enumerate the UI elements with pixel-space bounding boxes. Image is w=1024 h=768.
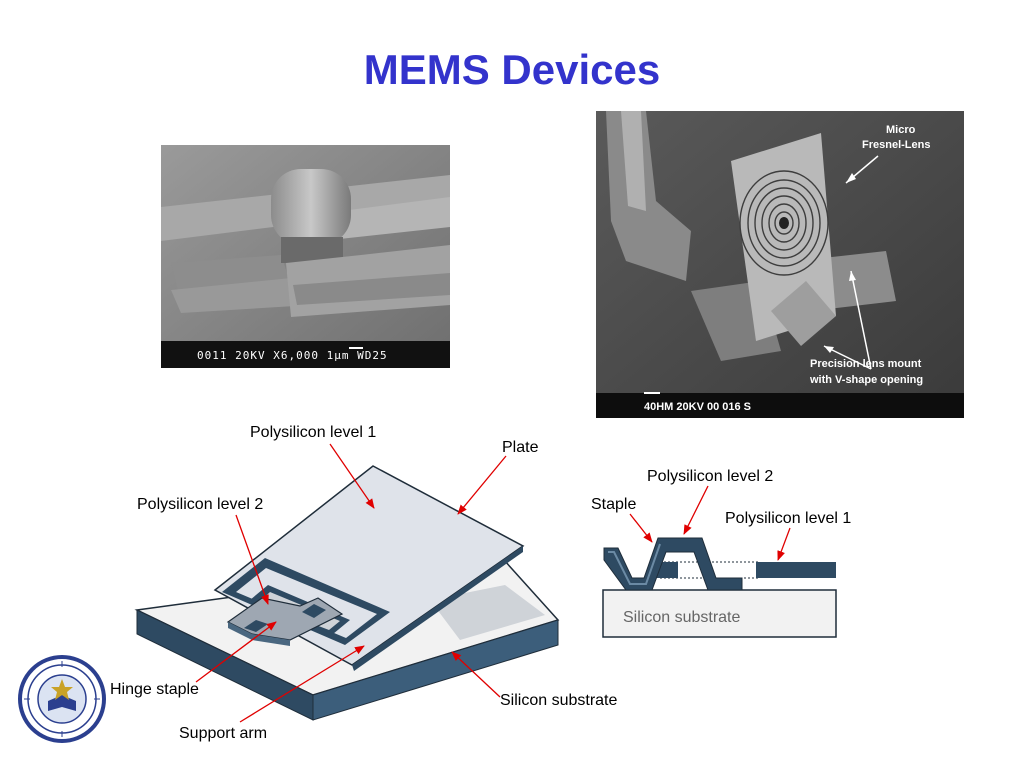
label-poly2-left: Polysilicon level 2 bbox=[137, 496, 263, 513]
lens-label-mount: Precision lens mount bbox=[810, 358, 922, 370]
label-poly2-right: Polysilicon level 2 bbox=[647, 468, 773, 485]
slide-title: MEMS Devices bbox=[363, 46, 661, 93]
arrow-poly2 bbox=[235, 514, 269, 605]
cross-section: Silicon substrate bbox=[602, 537, 837, 638]
label-poly1-left: Polysilicon level 1 bbox=[250, 424, 376, 441]
lens-scale-text: 40ΗΜ 20KV 00 016 S bbox=[644, 401, 751, 413]
arrow-substrate bbox=[451, 651, 501, 698]
arrow-staple bbox=[629, 513, 653, 543]
label-staple: Staple bbox=[591, 496, 636, 513]
university-seal-icon bbox=[18, 655, 106, 743]
sem-hinge-photo: 0011 20KV X6,000 1µm WD25 bbox=[161, 145, 450, 368]
arrow-support-arm bbox=[239, 645, 365, 723]
lens-label-micro: Micro bbox=[886, 124, 916, 136]
arrow-poly2-right bbox=[683, 485, 709, 535]
sem-hinge-caption: 0011 20KV X6,000 1µm WD25 bbox=[197, 349, 388, 362]
hinge-staple bbox=[226, 597, 344, 646]
label-substrate-right: Silicon substrate bbox=[623, 609, 740, 626]
arrow-poly1-right bbox=[777, 527, 791, 561]
label-poly1-right: Polysilicon level 1 bbox=[725, 510, 851, 527]
arrow-hinge-staple bbox=[195, 621, 277, 683]
label-substrate-left: Silicon substrate bbox=[500, 692, 617, 709]
lens-label-vshape: with V-shape opening bbox=[809, 374, 923, 386]
arrow-poly1 bbox=[329, 443, 375, 509]
lens-label-fresnel: Fresnel-Lens bbox=[862, 139, 930, 151]
sem-lens-photo: Micro Fresnel-Lens Precision lens mount … bbox=[596, 111, 964, 418]
label-hinge-staple: Hinge staple bbox=[110, 681, 199, 698]
label-support-arm: Support arm bbox=[179, 725, 267, 742]
arrow-plate bbox=[457, 455, 507, 515]
label-plate: Plate bbox=[502, 439, 539, 456]
